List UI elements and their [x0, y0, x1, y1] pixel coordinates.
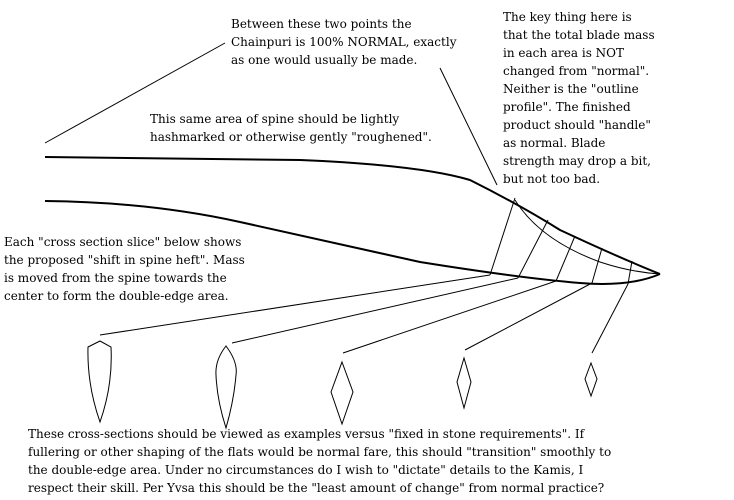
slice-line-2 [517, 219, 549, 279]
key-thing-line: as normal. Blade [503, 136, 606, 150]
cross-section-4 [456, 356, 472, 410]
cross-section-note: Each "cross section slice" below shows t… [4, 233, 245, 305]
cross-section-note-line: center to form the double-edge area. [4, 289, 229, 303]
slice-line-4 [591, 247, 603, 284]
cross-section-2 [215, 345, 237, 430]
blade-spine-line [44, 156, 661, 275]
cross-section-3 [330, 360, 354, 426]
leader-section-3 [342, 280, 557, 354]
spine-note-line: hashmarked or otherwise gently "roughene… [150, 130, 432, 144]
normal-zone-note: Between these two points the Chainpuri i… [231, 15, 456, 69]
key-thing-line: that the total blade mass [503, 28, 655, 42]
slice-line-3 [555, 235, 576, 282]
double-edge-bevel-line [514, 199, 661, 275]
key-thing-line: profile". The finished [503, 100, 631, 114]
spine-note-line: This same area of spine should be lightl… [150, 112, 400, 126]
footer-note-line: These cross-sections should be viewed as… [28, 427, 585, 441]
key-thing-note: The key thing here is that the total bla… [503, 8, 655, 188]
key-thing-line: changed from "normal". [503, 64, 650, 78]
footer-note: These cross-sections should be viewed as… [28, 425, 611, 497]
normal-zone-line: Chainpuri is 100% NORMAL, exactly [231, 35, 457, 49]
leader-section-1 [99, 274, 491, 336]
footer-note-line: the double-edge area. Under no circumsta… [28, 463, 584, 477]
key-thing-line: in each area is NOT [503, 46, 625, 60]
footer-note-line: respect their skill. Per Yvsa this shoul… [28, 481, 605, 495]
key-thing-line: The key thing here is [503, 10, 632, 24]
leader-key-thing [439, 67, 498, 186]
normal-zone-line: as one would usually be made. [231, 53, 418, 67]
leader-section-2 [231, 277, 519, 344]
slice-line-5 [627, 260, 633, 285]
leader-normal-zone [44, 42, 226, 144]
normal-zone-line: Between these two points the [231, 17, 412, 31]
key-thing-line: Neither is the "outline [503, 82, 639, 96]
key-thing-line: but not too bad. [503, 172, 601, 186]
cross-section-note-line: the proposed "shift in spine heft". Mass [4, 253, 245, 267]
cross-section-note-line: is moved from the spine towards the [4, 271, 227, 285]
spine-note: This same area of spine should be lightl… [150, 110, 432, 146]
cross-section-note-line: Each "cross section slice" below shows [4, 235, 242, 249]
key-thing-line: product should "handle" [503, 118, 651, 132]
leader-section-4 [464, 282, 593, 351]
footer-note-line: fullering or other shaping of the flats … [28, 445, 612, 459]
key-thing-line: strength may drop a bit, [503, 154, 651, 168]
slice-line-1 [489, 197, 516, 276]
cross-section-5 [584, 361, 598, 398]
leader-section-5 [591, 283, 629, 354]
cross-section-1 [87, 340, 112, 424]
